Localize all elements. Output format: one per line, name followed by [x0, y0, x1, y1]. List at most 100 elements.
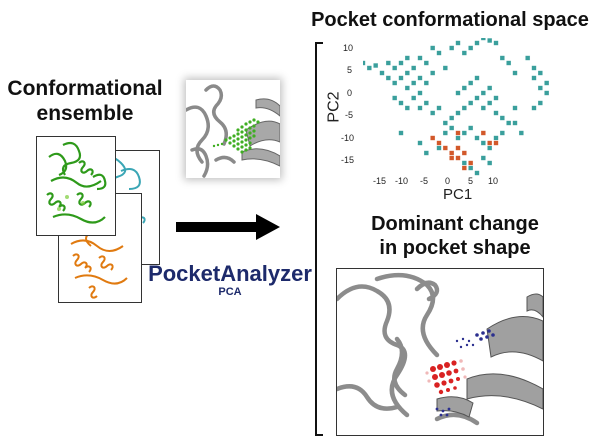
tool-name: PocketAnalyzer — [148, 261, 312, 286]
scatter-point — [398, 75, 404, 81]
scatter-point — [505, 60, 512, 66]
scatter-point — [429, 110, 436, 116]
scatter-point — [461, 105, 468, 111]
scatter-point — [448, 155, 455, 161]
green-protein-icon — [46, 141, 107, 224]
scatter-point — [480, 90, 487, 96]
scatter-point — [480, 140, 487, 146]
scatter-point — [448, 115, 455, 121]
scatter-point — [499, 130, 506, 136]
x-tick: -15 — [373, 176, 387, 186]
scatter-point — [486, 160, 493, 166]
scatter-point — [455, 155, 461, 161]
scatter-point — [455, 110, 461, 116]
x-tick: -5 — [420, 176, 429, 186]
scatter-point — [448, 125, 455, 131]
ensemble-title-line2: ensemble — [36, 102, 134, 125]
ensemble-title: Conformational ensemble — [0, 76, 170, 126]
ensemble-title-line1: Conformational — [7, 77, 163, 100]
scatter-point — [455, 90, 461, 96]
y-tick: 10 — [343, 43, 354, 53]
dominant-change-title: Dominant change in pocket shape — [320, 212, 590, 260]
scatter-point — [505, 120, 512, 126]
scatter-point — [455, 130, 461, 136]
scatter-point — [366, 65, 373, 71]
scatter-point — [410, 95, 417, 101]
y-tick: 5 — [347, 65, 353, 75]
y-tick: 0 — [347, 88, 353, 98]
scatter-point — [461, 50, 468, 56]
scatter-point — [480, 155, 487, 161]
scatter-point — [391, 80, 398, 86]
pocket-shape-icon — [337, 272, 543, 426]
scatter-point — [512, 70, 518, 76]
pocket-grid-icon — [186, 84, 280, 178]
scatter-point — [461, 85, 468, 91]
positive-displacement-points — [430, 360, 460, 395]
x-tick: 5 — [468, 176, 474, 186]
scatter-point — [474, 135, 480, 141]
bracket-divider — [315, 42, 325, 436]
scatter-point — [518, 130, 525, 136]
scatter-point — [423, 150, 430, 156]
x-tick: 0 — [445, 176, 451, 186]
scatter-point — [499, 115, 506, 121]
tool-subtitle: PCA — [218, 286, 242, 298]
scatter-point — [467, 125, 474, 131]
tool-label: PocketAnalyzer PCA — [146, 261, 314, 299]
scatter-point — [474, 95, 480, 101]
scatter-point — [417, 105, 423, 111]
scatter-point — [467, 160, 474, 166]
scatter-point — [537, 70, 544, 76]
scatter-point — [486, 38, 493, 44]
scatter-plot-area — [363, 38, 550, 176]
scatter-point — [461, 150, 468, 156]
scatter-point — [524, 55, 531, 61]
negative-displacement-points — [435, 329, 495, 417]
scatter-point — [499, 55, 506, 61]
scatter-point — [436, 140, 442, 146]
scatter-point — [537, 100, 544, 106]
scatter-point — [474, 40, 480, 46]
scatter-point — [363, 60, 366, 66]
scatter-point — [391, 65, 398, 71]
scatter-point — [442, 130, 449, 136]
scatter-point — [467, 165, 474, 171]
pocket-grid-image — [186, 80, 280, 178]
scatter-point — [391, 95, 398, 101]
x-tick: 10 — [488, 176, 499, 186]
scatter-point — [467, 100, 474, 106]
scatter-point — [417, 90, 423, 96]
scatter-point — [423, 100, 430, 106]
scatter-point — [461, 130, 468, 136]
scatter-point — [531, 75, 537, 81]
scatter-point — [417, 55, 423, 61]
conformational-space-title: Pocket conformational space — [311, 9, 589, 31]
scatter-point — [429, 45, 436, 51]
scatter-point — [448, 45, 455, 51]
scatter-point — [385, 75, 392, 81]
scatter-point — [486, 85, 493, 91]
scatter-point — [531, 65, 537, 71]
scatter-point — [404, 105, 411, 111]
scatter-point — [379, 70, 385, 76]
scatter-point — [480, 130, 487, 136]
scatter-point — [385, 60, 392, 66]
green-structure-card — [36, 136, 116, 236]
scatter-point — [486, 140, 493, 146]
scatter-point — [480, 105, 487, 111]
x-tick: -10 — [395, 176, 409, 186]
scatter-point — [429, 135, 436, 141]
scatter-point — [512, 105, 518, 111]
dominant-change-title-line1: Dominant change — [371, 213, 539, 235]
y-tick: -15 — [341, 155, 355, 165]
scatter-point — [417, 140, 423, 146]
scatter-point — [461, 165, 468, 171]
scatter-point — [442, 145, 449, 151]
y-tick: -10 — [341, 133, 355, 143]
scatter-point — [486, 145, 493, 151]
scatter-point — [493, 40, 499, 46]
scatter-point — [398, 100, 404, 106]
scatter-point — [429, 70, 436, 76]
scatter-point — [423, 80, 430, 86]
